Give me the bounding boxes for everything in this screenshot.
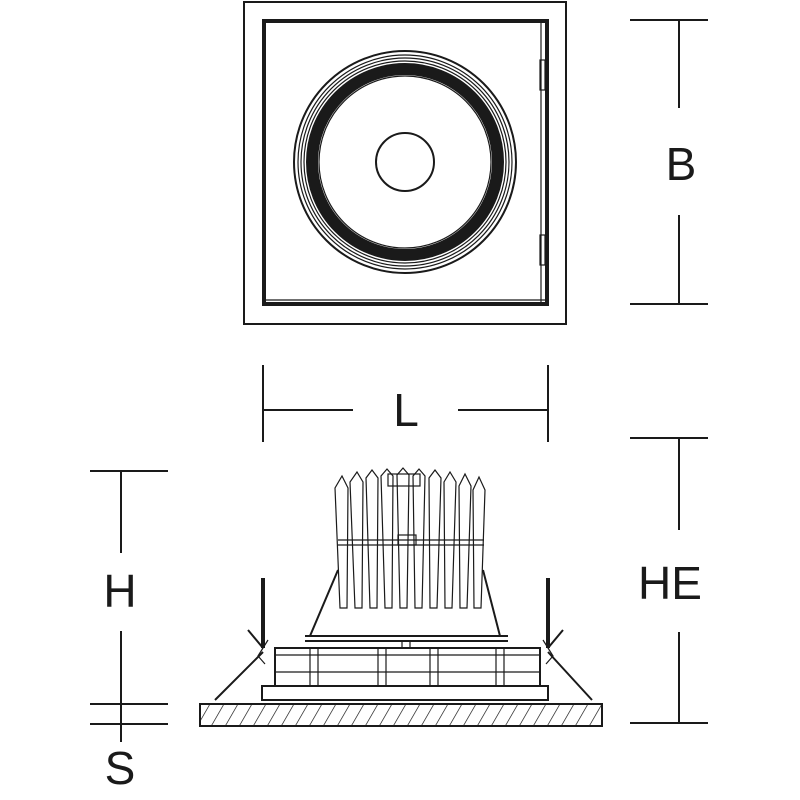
side-view <box>199 467 603 727</box>
dimension-h: H <box>90 470 168 704</box>
spring-clip-right <box>542 578 593 701</box>
dimension-b: B <box>630 19 708 305</box>
heat-sink-fins <box>334 467 486 609</box>
lens <box>375 132 435 192</box>
label-l: L <box>393 384 419 436</box>
clip-detail-top <box>539 59 546 91</box>
dimension-he: HE <box>630 437 708 724</box>
spring-clip-left <box>214 578 269 701</box>
inner-frame <box>262 19 549 306</box>
ceiling-section <box>199 703 603 727</box>
label-he: HE <box>638 557 702 609</box>
dimension-l: L <box>262 365 549 442</box>
mounting-frame <box>274 641 541 687</box>
reflector-rings <box>293 50 517 274</box>
clip-detail-bottom <box>539 234 546 266</box>
trim <box>261 685 549 701</box>
label-h: H <box>103 565 136 617</box>
label-s: S <box>105 742 136 794</box>
label-b: B <box>666 138 697 190</box>
dimension-s: S <box>90 703 168 794</box>
outer-frame <box>243 1 567 325</box>
top-view <box>243 1 567 325</box>
